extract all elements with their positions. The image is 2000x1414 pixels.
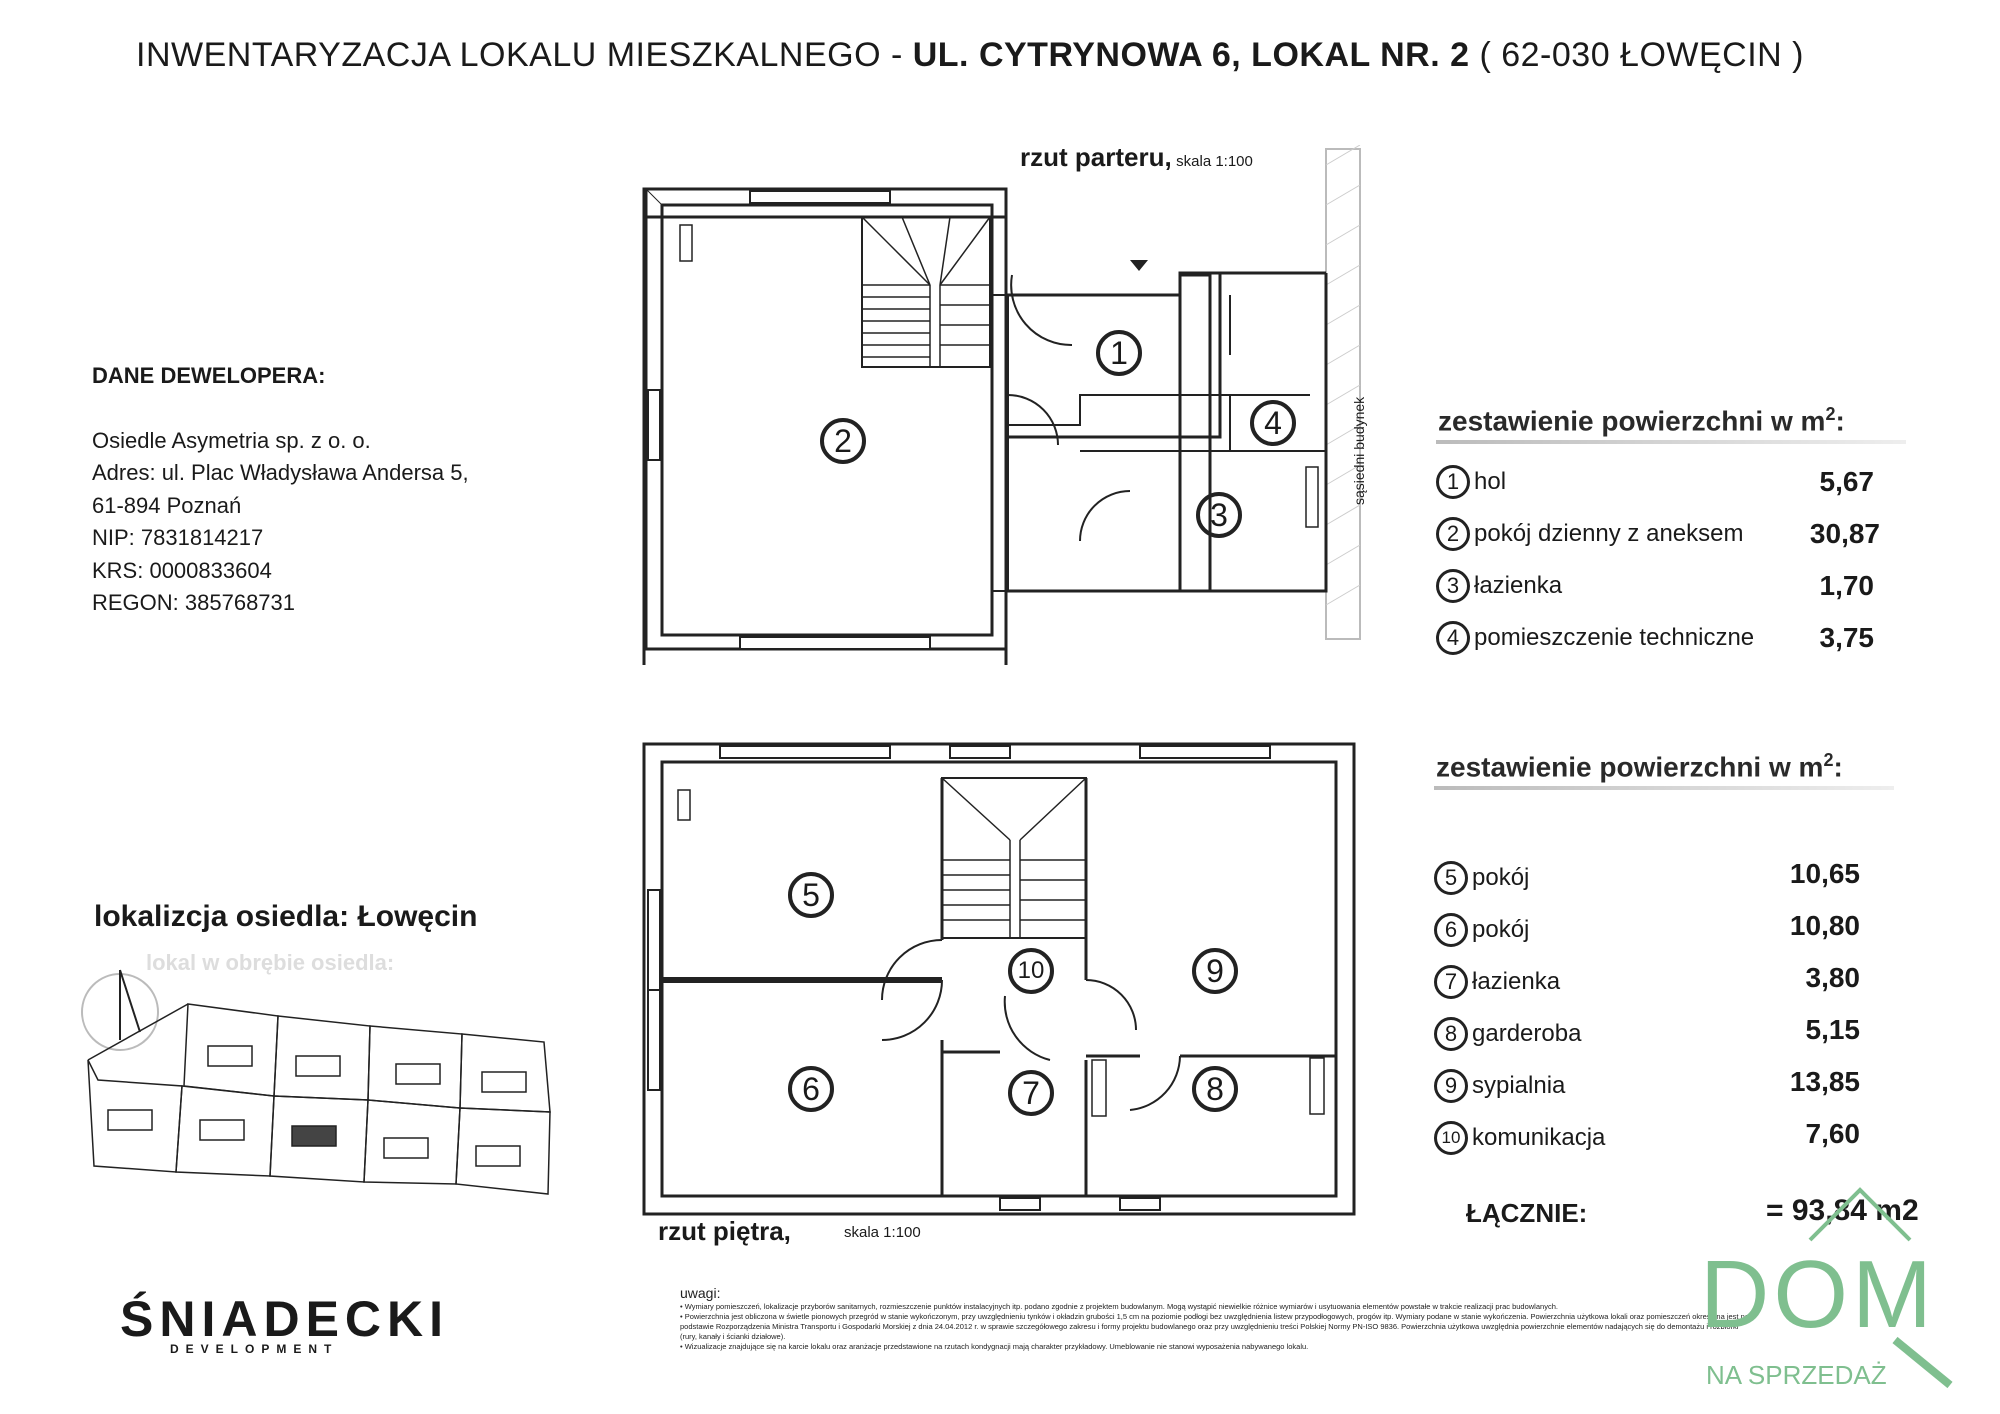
- room-area: 5,15: [1805, 1014, 1861, 1045]
- ground-floor-plan: [642, 145, 1361, 665]
- developer-line: Adres: ul. Plac Władysława Andersa 5,: [92, 460, 469, 485]
- room-area: 1,70: [1819, 570, 1875, 601]
- room-area: 10,65: [1789, 858, 1860, 889]
- title-suffix: ( 62-030 ŁOWĘCIN ): [1469, 36, 1804, 74]
- room-area: 7,60: [1805, 1118, 1861, 1149]
- total-label: ŁĄCZNIE:: [1466, 1198, 1588, 1228]
- room-area: 3,80: [1805, 962, 1861, 993]
- developer-line: REGON: 385768731: [92, 590, 296, 615]
- ground-table-underline: [1436, 440, 1906, 444]
- location-title: lokalizcja osiedla: Łowęcin: [94, 900, 478, 933]
- note-item: • Powierzchnia jest obliczona w świetle …: [680, 1312, 1749, 1341]
- upper-table-underline: [1434, 786, 1894, 790]
- room-area: 30,87: [1809, 518, 1880, 549]
- developer-line: Osiedle Asymetria sp. z o. o.: [92, 427, 371, 453]
- room-area: 13,85: [1789, 1066, 1860, 1097]
- highlighted-plot: [291, 1125, 337, 1147]
- room-area: 10,80: [1789, 910, 1860, 941]
- upper-table-title: zestawienie powierzchni w m2:: [1436, 750, 1843, 783]
- developer-logo-sub: DEVELOPMENT: [170, 1342, 339, 1356]
- house-magnifier-icon: [1808, 1187, 1953, 1389]
- developer-line: KRS: 0000833604: [92, 557, 272, 583]
- room-marker-2: 2: [820, 418, 866, 464]
- room-marker-10: 10: [1008, 948, 1054, 994]
- ground-plan-label: rzut parteru, skala 1:100: [1020, 142, 1253, 172]
- developer-info: DANE DEWELOPERA: Osiedle Asymetria sp. z…: [92, 360, 469, 620]
- title-prefix: INWENTARYZACJA LOKALU MIESZKALNEGO -: [136, 36, 913, 74]
- upper-floor-plan: [642, 742, 1356, 1216]
- note-item: • Wymiary pomieszczeń, lokalizacje przyb…: [680, 1302, 1558, 1311]
- room-marker-4: 4: [1250, 400, 1296, 446]
- dom-logo-sub: NA SPRZEDAŻ: [1706, 1360, 1887, 1390]
- room-marker-3: 3: [1196, 492, 1242, 538]
- developer-heading: DANE DEWELOPERA:: [92, 363, 326, 388]
- room-area: 5,67: [1819, 466, 1875, 497]
- title-address: UL. CYTRYNOWA 6, LOKAL NR. 2: [912, 36, 1470, 74]
- room-marker-8: 8: [1192, 1066, 1238, 1112]
- estate-map: [81, 969, 551, 1195]
- ground-table-title: zestawienie powierzchni w m2:: [1438, 404, 1845, 437]
- room-area: 3,75: [1819, 622, 1875, 653]
- room-marker-1: 1: [1096, 330, 1142, 376]
- note-item: • Wizualizacje znajdujące się na karcie …: [680, 1342, 1309, 1351]
- location-subtitle: lokal w obrębie osiedla:: [146, 950, 395, 975]
- upper-plan-label: rzut piętra,: [658, 1216, 791, 1246]
- developer-logo: ŚNIADECKI: [120, 1291, 450, 1347]
- developer-line: 61-894 Poznań: [92, 492, 242, 518]
- neighbour-building-label: sąsiedni budynek: [1351, 396, 1367, 505]
- room-marker-5: 5: [788, 872, 834, 918]
- dom-logo: DOM: [1700, 1241, 1936, 1348]
- developer-line: NIP: 7831814217: [92, 525, 264, 550]
- room-marker-6: 6: [788, 1066, 834, 1112]
- room-marker-9: 9: [1192, 948, 1238, 994]
- notes: uwagi: • Wymiary pomieszczeń, lokalizacj…: [680, 1285, 1749, 1351]
- upper-plan-scale: skala 1:100: [844, 1224, 921, 1241]
- room-marker-7: 7: [1008, 1070, 1054, 1116]
- page-title: INWENTARYZACJA LOKALU MIESZKALNEGO - UL.…: [0, 36, 1940, 75]
